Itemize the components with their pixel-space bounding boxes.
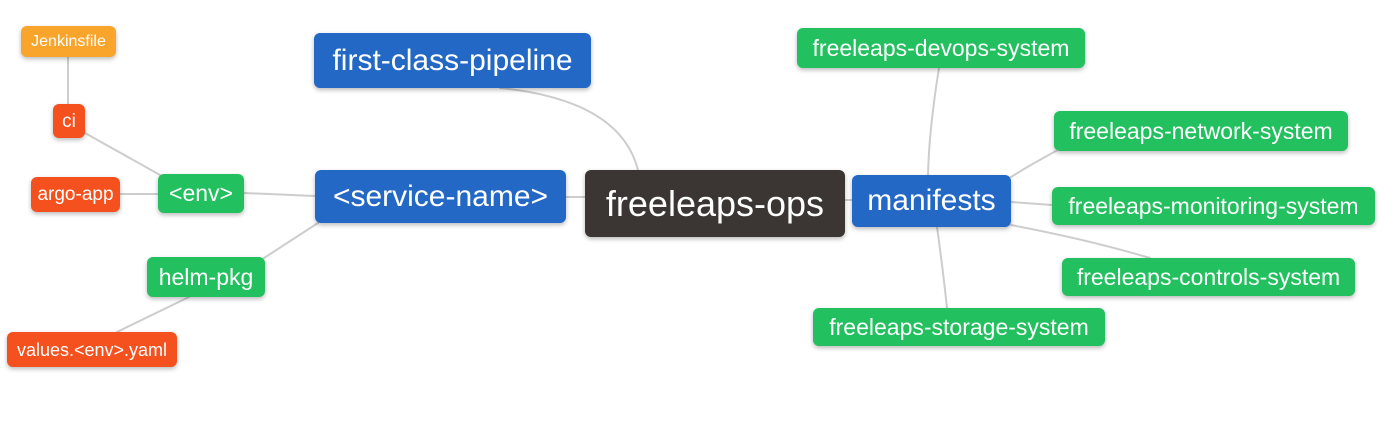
edge-manifests-devops (927, 67, 940, 176)
node-label: <service-name> (332, 179, 549, 213)
node-label: freeleaps-network-system (1069, 117, 1333, 144)
node-argo-app[interactable]: argo-app (31, 177, 120, 212)
node-label: argo-app (37, 184, 114, 205)
node-label: ci (62, 110, 76, 132)
edge-manifests-storage (936, 226, 948, 309)
node-label: freeleaps-controls-system (1076, 263, 1341, 290)
node-label: freeleaps-storage-system (829, 313, 1089, 340)
node-jenkinsfile[interactable]: Jenkinsfile (21, 26, 116, 57)
node-service-name[interactable]: <service-name> (315, 170, 566, 223)
node-label: Jenkinsfile (31, 32, 106, 50)
node-label: helm-pkg (158, 263, 254, 290)
node-label: freeleaps-monitoring-system (1068, 192, 1359, 219)
node-freeleaps-devops-system[interactable]: freeleaps-devops-system (797, 28, 1085, 68)
edge-manifests-monitoring (1010, 201, 1053, 206)
node-ci[interactable]: ci (53, 104, 85, 138)
node-env[interactable]: <env> (158, 174, 244, 213)
node-freeleaps-ops-root[interactable]: freeleaps-ops (585, 170, 845, 237)
node-helm-pkg[interactable]: helm-pkg (147, 257, 265, 297)
node-freeleaps-storage-system[interactable]: freeleaps-storage-system (813, 308, 1105, 346)
edge-env-service-name (243, 192, 316, 197)
node-label: values.<env>.yaml (16, 339, 168, 360)
edge-pipeline-root (499, 87, 639, 171)
edge-manifests-controls (1010, 224, 1151, 259)
node-manifests[interactable]: manifests (852, 175, 1011, 227)
node-freeleaps-network-system[interactable]: freeleaps-network-system (1054, 111, 1348, 151)
node-values-env-yaml[interactable]: values.<env>.yaml (7, 332, 177, 367)
node-freeleaps-monitoring-system[interactable]: freeleaps-monitoring-system (1052, 187, 1375, 225)
node-label: <env> (169, 180, 233, 206)
edge-ci-env (84, 132, 161, 176)
edge-helm-pkg-values (116, 296, 190, 333)
node-label: manifests (867, 184, 996, 217)
node-label: freeleaps-devops-system (812, 34, 1070, 61)
node-label: freeleaps-ops (605, 182, 825, 224)
node-first-class-pipeline[interactable]: first-class-pipeline (314, 33, 591, 88)
edge-service-name-helm-pkg (263, 222, 319, 259)
edge-manifests-network (1010, 150, 1057, 178)
node-label: first-class-pipeline (332, 43, 573, 77)
node-freeleaps-controls-system[interactable]: freeleaps-controls-system (1062, 258, 1355, 296)
